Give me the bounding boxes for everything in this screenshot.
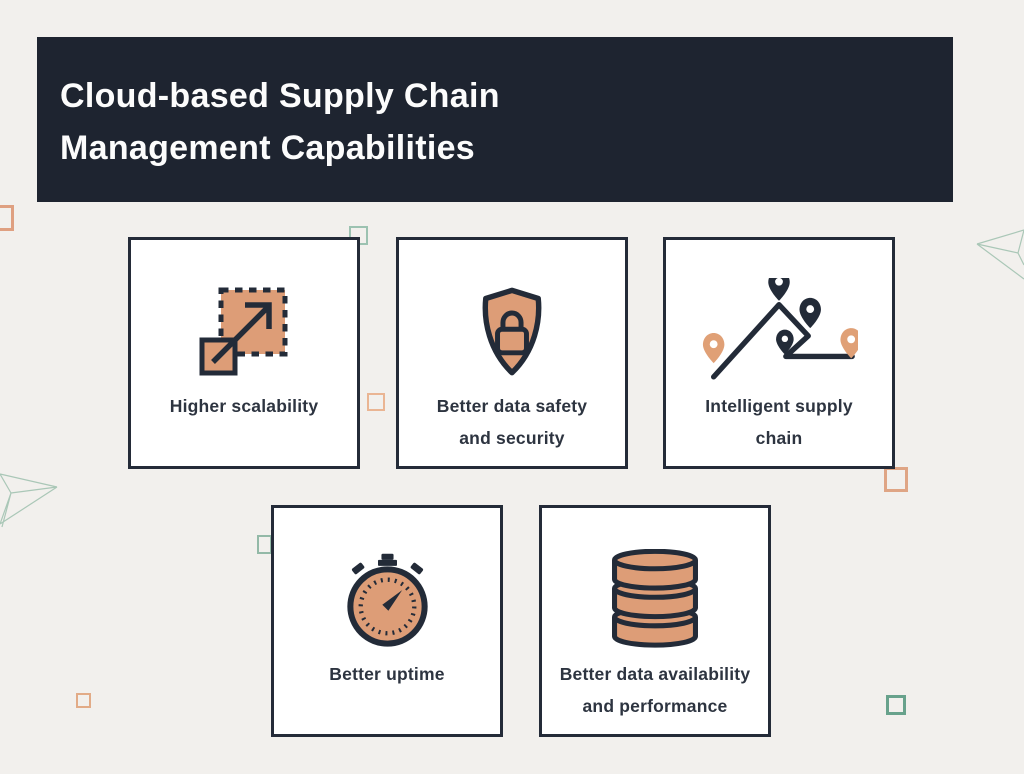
card-better-uptime: Better uptime [271,505,503,737]
page-title: Cloud-based Supply Chain Management Capa… [60,70,500,174]
card-data-safety-security: Better data safety and security [396,237,628,469]
page-title-line-1: Cloud-based Supply Chain [60,77,500,115]
shield-lock-icon [482,287,542,376]
header-banner: Cloud-based Supply Chain Management Capa… [37,37,953,202]
route-pins-icon [702,278,858,380]
card-intelligent-supply-chain: Intelligent supply chain [663,237,895,469]
map-pin-dark-right [799,297,821,329]
card-label: Intelligent supply chain [705,396,853,448]
wireframe-shape-right [976,229,1024,280]
map-pin-salmon-right [840,328,858,359]
deco-square-salmon-mid [367,393,385,411]
map-pin-salmon-left [702,332,725,364]
map-pin-dark-middle [776,329,794,355]
page-title-line-2: Management Capabilities [60,129,475,167]
database-icon [612,548,698,648]
card-data-availability-performance: Better data availability and performance [539,505,771,737]
card-label: Higher scalability [169,396,319,416]
card-higher-scalability: Higher scalability [128,237,360,469]
card-label: Better data safety and security [436,396,588,448]
deco-square-teal-card4 [257,535,272,554]
stopwatch-icon [346,553,428,647]
map-pin-dark-top [768,278,790,301]
card-label: Better uptime [329,664,445,684]
expand-scale-icon [199,287,288,376]
wireframe-shape-left [0,473,58,528]
card-label: Better data availability and performance [559,664,751,716]
deco-square-salmon-bottom [76,693,91,708]
deco-square-salmon-topleft [0,205,14,231]
deco-square-salmon-card3 [884,467,908,492]
deco-square-green-bottom [886,695,906,715]
